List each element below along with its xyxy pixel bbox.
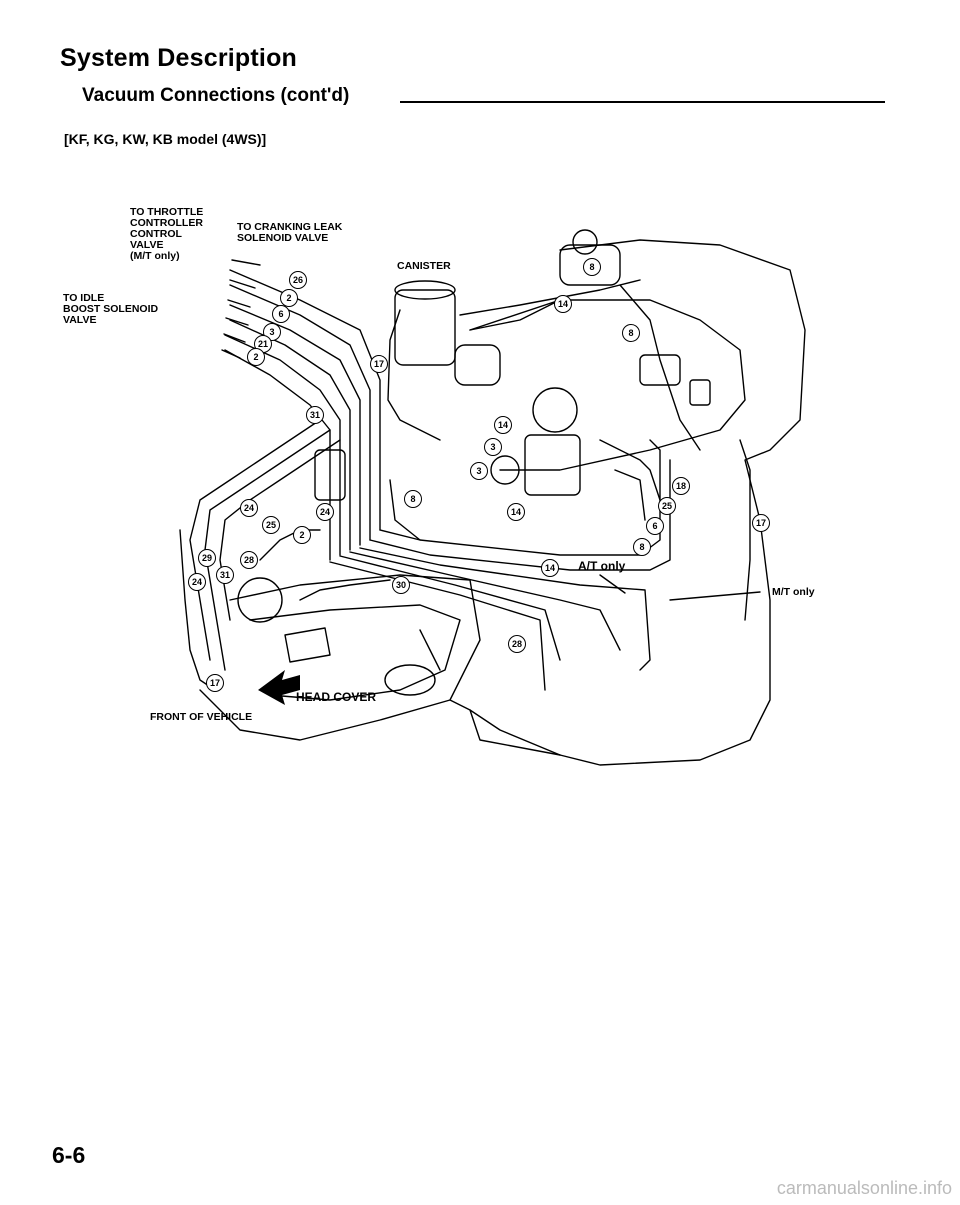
throttle-body	[454, 344, 501, 386]
hose-tag: 17	[206, 674, 224, 692]
hose-tag: 2	[247, 348, 265, 366]
hose-tag: 8	[404, 490, 422, 508]
hose-tag: 26	[289, 271, 307, 289]
label-head-cover: HEAD COVER	[296, 690, 377, 704]
label-front-of-vehicle: FRONT OF VEHICLE	[150, 711, 253, 723]
hose-tag: 25	[658, 497, 676, 515]
cylinder-head-outline	[199, 574, 481, 741]
engine-outline	[559, 239, 806, 766]
section-subtitle: Vacuum Connections (cont'd)	[82, 85, 350, 106]
hose-tag: 31	[216, 566, 234, 584]
distributor-cap	[559, 244, 621, 286]
hose-tag: 28	[508, 635, 526, 653]
hose-tag: 6	[646, 517, 664, 535]
hose-tag: 8	[583, 258, 601, 276]
valve-cover-emblem	[284, 627, 331, 663]
intake-manifold-outline	[469, 299, 746, 471]
label-idle-boost: TO IDLE BOOST SOLENOID VALVE	[63, 292, 159, 326]
hose-tag: 28	[240, 551, 258, 569]
page-title: System Description	[60, 44, 298, 72]
model-designation: [KF, KG, KW, KB model (4WS)]	[64, 131, 267, 147]
hose-tag: 3	[484, 438, 502, 456]
watermark: carmanualsonline.info	[776, 1178, 952, 1198]
head-cover-outline	[249, 604, 461, 701]
hose-tag: 6	[272, 305, 290, 323]
label-canister: CANISTER	[397, 260, 451, 272]
label-mt-only: M/T only	[772, 586, 815, 598]
map-sensor	[490, 455, 520, 485]
front-arrow	[258, 670, 300, 705]
hose-tag: 2	[280, 289, 298, 307]
hose-tag: 24	[188, 573, 206, 591]
hose-tag: 17	[370, 355, 388, 373]
header-rule	[400, 101, 885, 103]
hose-tag: 2	[293, 526, 311, 544]
hose-tag: 14	[494, 416, 512, 434]
canister	[394, 289, 456, 366]
label-throttle-controller: TO THROTTLE CONTROLLER CONTROL VALVE (M/…	[130, 206, 204, 262]
valve-body	[524, 434, 581, 496]
label-cranking-leak: TO CRANKING LEAK SOLENOID VALVE	[237, 221, 343, 244]
hose-tag: 29	[198, 549, 216, 567]
hose-tag: 17	[752, 514, 770, 532]
hose-tag: 25	[262, 516, 280, 534]
hose-tag: 30	[392, 576, 410, 594]
hose-tag: 14	[541, 559, 559, 577]
hose-tag: 14	[507, 503, 525, 521]
page-number: 6-6	[52, 1142, 86, 1168]
hose-tag: 14	[554, 295, 572, 313]
hose-tag: 24	[316, 503, 334, 521]
hose-tag: 18	[672, 477, 690, 495]
label-at-only: A/T only	[578, 559, 626, 573]
hose-tag: 3	[470, 462, 488, 480]
hose-tag: 24	[240, 499, 258, 517]
hose-tag: 31	[306, 406, 324, 424]
egr-valve	[532, 387, 578, 433]
hose-tag: 8	[622, 324, 640, 342]
hose-tag: 8	[633, 538, 651, 556]
